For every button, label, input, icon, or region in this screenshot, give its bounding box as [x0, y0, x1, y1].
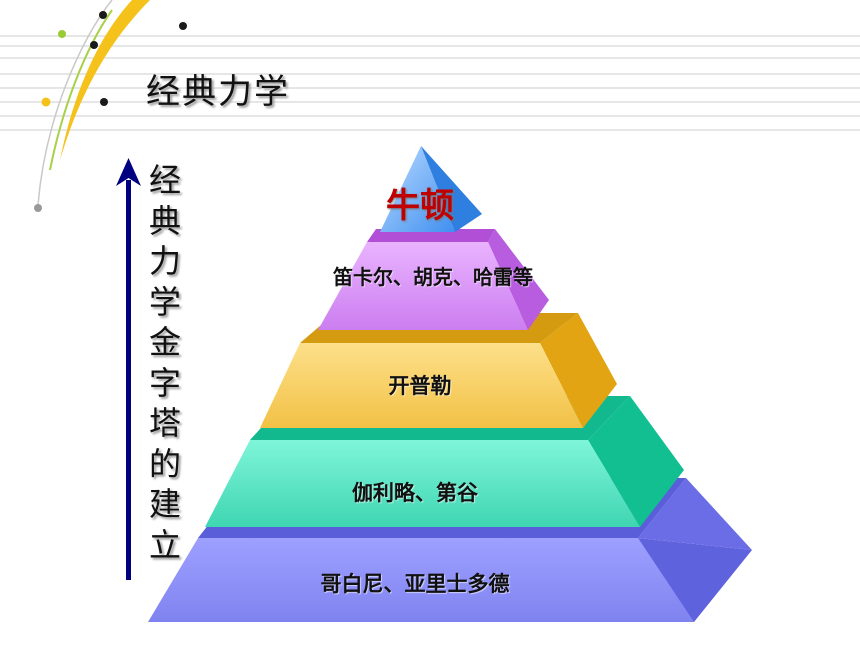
pyramid-label-1: 哥白尼、亚里士多德	[320, 572, 510, 596]
pyramid-level-3	[260, 313, 617, 428]
slide-title: 经典力学	[146, 72, 290, 112]
pyramid-level-5	[380, 146, 482, 232]
vertical-caption: 经典力学金字塔的建立	[148, 161, 181, 564]
pyramid-level-4	[318, 229, 549, 330]
pyramid-label-4: 笛卡尔、胡克、哈雷等	[333, 265, 533, 289]
pyramid-label-5: 牛顿	[386, 186, 454, 226]
background-lines	[0, 35, 860, 131]
decorative-dots	[34, 11, 187, 212]
pyramid-label-3: 开普勒	[388, 374, 452, 398]
upward-arrow-icon	[116, 158, 141, 580]
pyramid-label-2: 伽利略、第谷	[352, 481, 478, 505]
